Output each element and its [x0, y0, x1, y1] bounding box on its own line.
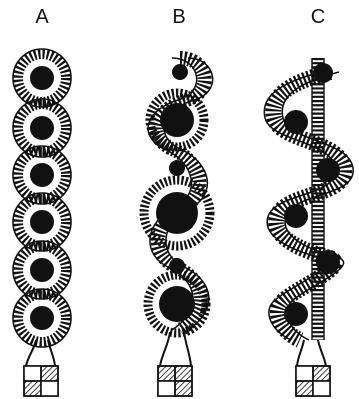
- panel-a-diagram: [13, 49, 71, 396]
- panel-c-connector-block: [296, 366, 330, 396]
- panel-a-connector-block: [24, 366, 58, 396]
- panel-b-connector-block: [158, 366, 192, 396]
- panel-c-coil: [264, 72, 353, 340]
- panel-c-leads: [297, 340, 326, 366]
- panel-c-diagram: [264, 58, 353, 396]
- panel-b-diagram: [144, 58, 213, 396]
- panel-a-coil: [13, 49, 71, 347]
